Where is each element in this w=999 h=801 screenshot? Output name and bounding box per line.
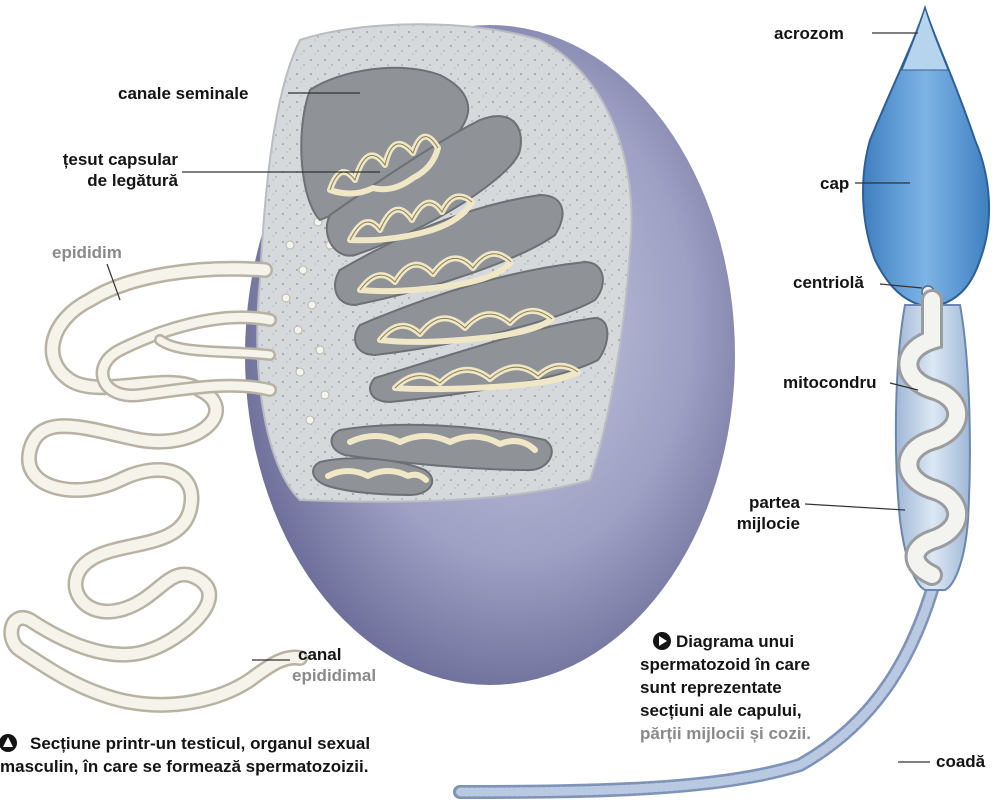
label-centriola: centriolă xyxy=(793,273,864,293)
caption-testicle-line2: masculin, în care se formează spermatozo… xyxy=(0,755,370,778)
caption-sperm-line3: sunt reprezentate xyxy=(640,676,811,699)
label-mitocondru: mitocondru xyxy=(783,373,877,393)
caption-sperm-line5: părții mijlocii și cozii. xyxy=(640,722,811,745)
label-coada: coadă xyxy=(936,752,985,772)
label-cap: cap xyxy=(820,174,849,194)
label-epididimal: epididimal xyxy=(292,666,376,686)
leader-partea-mijlocie xyxy=(805,504,905,510)
caption-testicle: Secțiune printr-un testicul, organul sex… xyxy=(22,732,370,778)
caption-sperm-line1: Diagrama unui xyxy=(676,630,811,653)
label-partea: partea xyxy=(700,493,800,513)
caption-testicle-line1: Secțiune printr-un testicul, organul sex… xyxy=(30,732,370,755)
label-tesut-capsular-line2: de legătură xyxy=(30,171,178,191)
label-tesut-capsular-line1: țesut capsular xyxy=(30,150,178,170)
label-canal: canal xyxy=(298,645,341,665)
label-mijlocie: mijlocie xyxy=(700,514,800,534)
caption-sperm-line4: secțiuni ale capului, xyxy=(640,699,811,722)
caption-sperm-line2: spermatozoid în care xyxy=(640,653,811,676)
label-canale-seminale: canale seminale xyxy=(118,84,248,104)
label-acrozom: acrozom xyxy=(774,24,844,44)
acrosome xyxy=(902,8,948,70)
label-epididim: epididim xyxy=(52,243,122,263)
testicle xyxy=(245,24,735,685)
caption-sperm: Diagrama unui spermatozoid în care sunt … xyxy=(640,630,811,745)
